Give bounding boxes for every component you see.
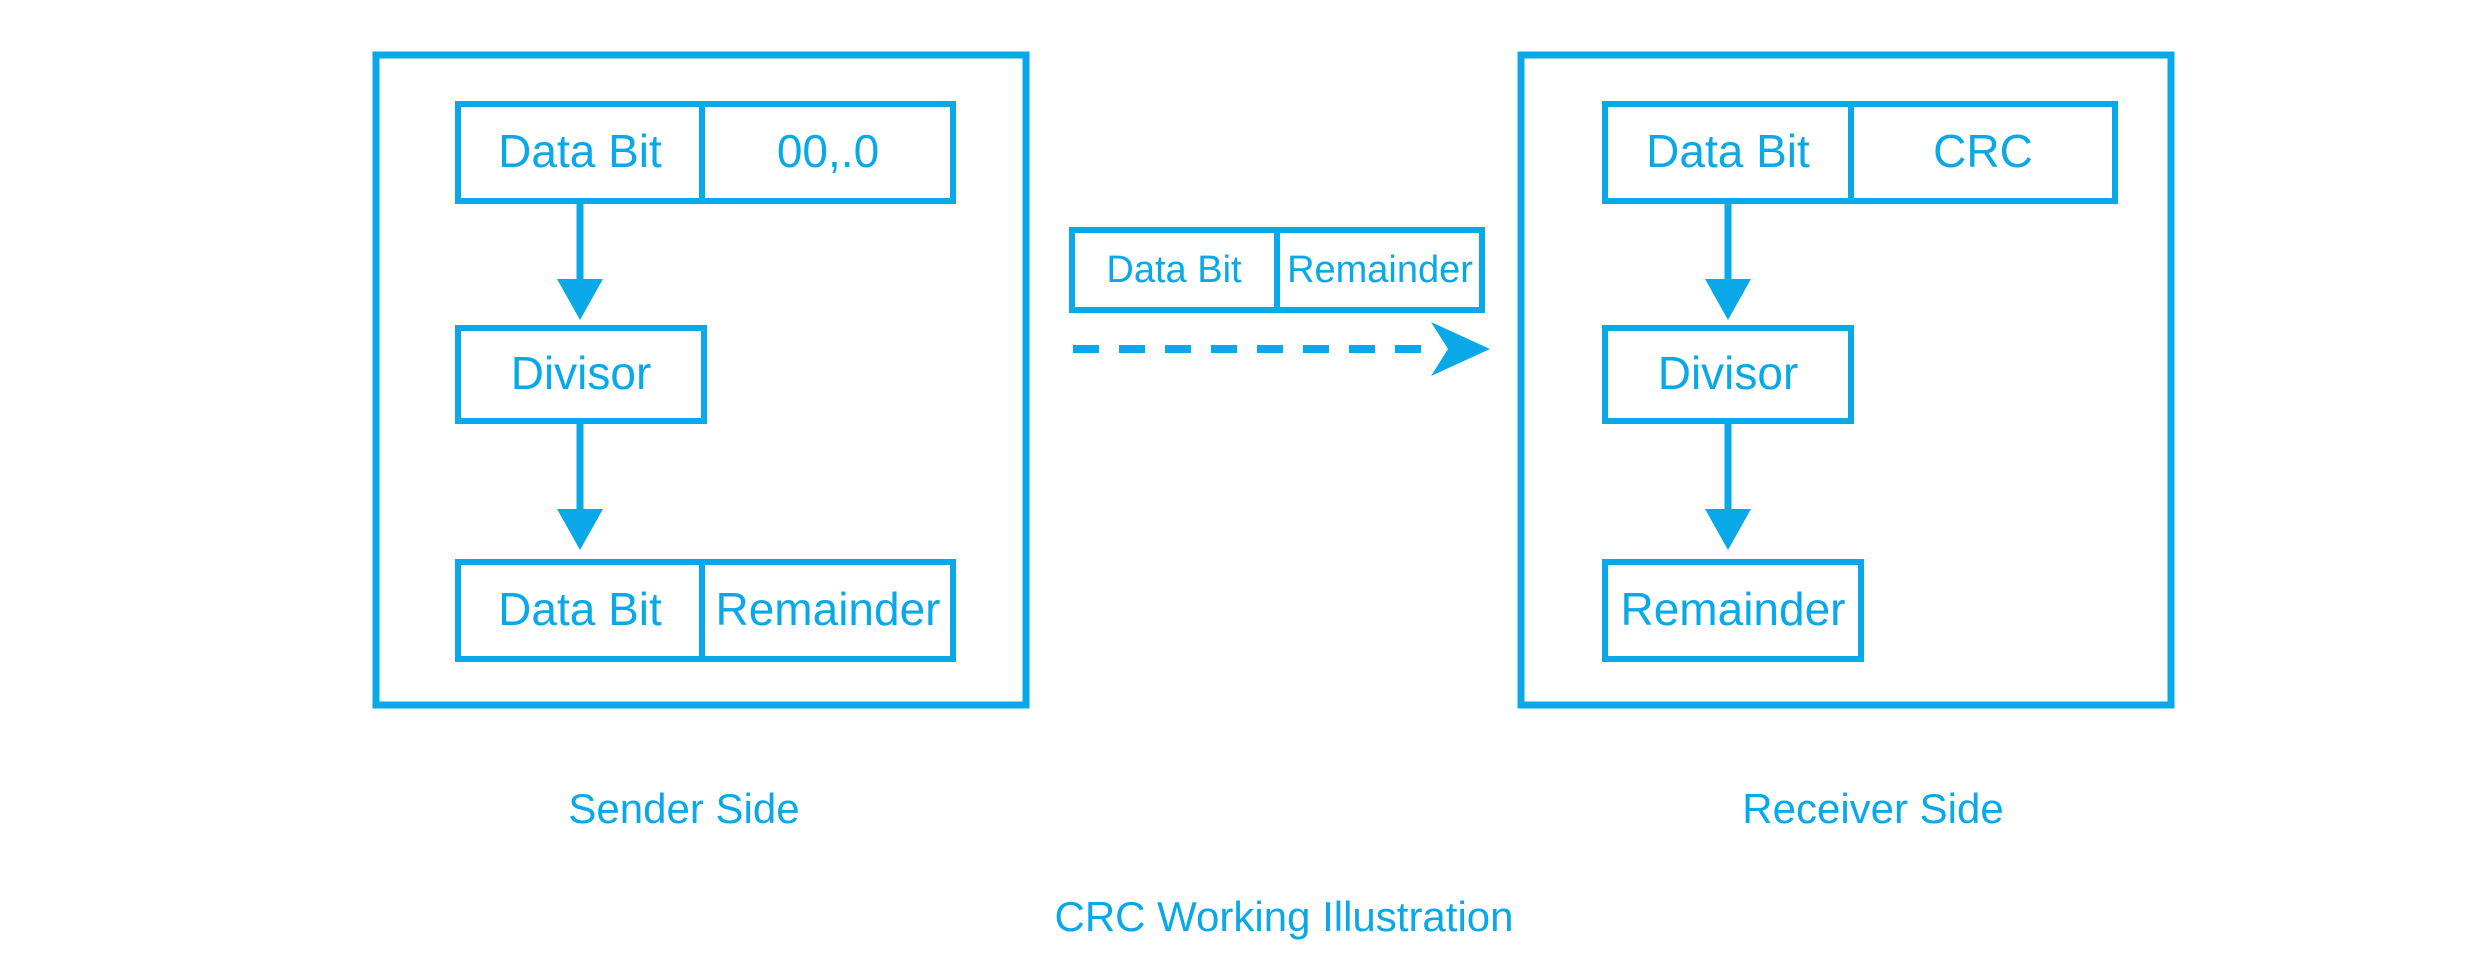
dashed-right-arrow-icon [1073, 322, 1490, 376]
receiver-arrow-bottom [1705, 421, 1751, 550]
receiver-panel: Data Bit CRC Divisor Remainder [1517, 51, 2175, 832]
receiver-arrow-top [1705, 201, 1751, 320]
receiver-divisor-label: Divisor [1658, 347, 1799, 399]
transmission-arrow-head-icon [1431, 322, 1490, 376]
sender-divisor-label: Divisor [511, 347, 652, 399]
sender-top-row: Data Bit 00,.0 [455, 101, 956, 204]
sender-top-row-right-label: 00,.0 [777, 125, 879, 177]
sender-panel: Data Bit 00,.0 Divisor Da [372, 51, 1030, 832]
sender-bottom-row-box [455, 559, 956, 662]
sender-arrow-top [557, 201, 603, 320]
receiver-remainder-box: Remainder [1602, 559, 1864, 662]
sender-divisor-box: Divisor [455, 325, 707, 424]
receiver-panel-frame [1517, 51, 2175, 709]
sender-panel-frame [372, 51, 1030, 709]
sender-bottom-row-right-label: Remainder [716, 583, 941, 635]
sender-arrow-top-head-icon [557, 279, 603, 320]
receiver-remainder-box-rect [1602, 559, 1864, 662]
receiver-side-caption: Receiver Side [1742, 785, 2003, 832]
receiver-divisor-box-rect [1602, 325, 1854, 424]
sender-top-row-left-label: Data Bit [498, 125, 662, 177]
sender-arrow-bottom [557, 421, 603, 550]
transmission-packet-right-label: Remainder [1287, 249, 1473, 291]
sender-bottom-row-left-label: Data Bit [498, 583, 662, 635]
sender-side-caption: Sender Side [568, 785, 799, 832]
sender-top-row-box [455, 101, 956, 204]
transmission-group: Data Bit Remainder [1069, 227, 1490, 376]
sender-bottom-row: Data Bit Remainder [455, 559, 956, 662]
figure-title: CRC Working Illustration [1054, 893, 1513, 940]
sender-divisor-box-rect [455, 325, 707, 424]
receiver-top-row-box [1602, 101, 2118, 204]
receiver-top-row: Data Bit CRC [1602, 101, 2118, 204]
receiver-top-row-left-label: Data Bit [1646, 125, 1810, 177]
receiver-arrow-top-head-icon [1705, 279, 1751, 320]
receiver-remainder-label: Remainder [1621, 583, 1846, 635]
receiver-arrow-bottom-head-icon [1705, 509, 1751, 550]
receiver-top-row-right-label: CRC [1933, 125, 2033, 177]
receiver-divisor-box: Divisor [1602, 325, 1854, 424]
sender-arrow-bottom-head-icon [557, 509, 603, 550]
transmission-packet-left-label: Data Bit [1106, 249, 1242, 291]
